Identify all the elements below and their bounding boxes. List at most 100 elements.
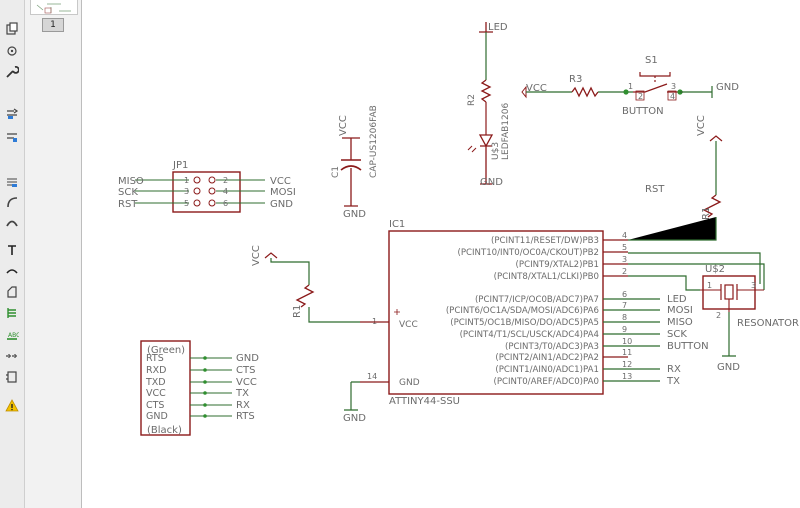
ic1-pin-num-6: 6 <box>622 290 627 299</box>
ic1-pin-label-5: (PCINT10/INT0/OC0A/CKOUT)PB2 <box>457 248 599 258</box>
ic1-pin-num-2: 2 <box>622 267 627 276</box>
jp1-pin-5: 5 <box>184 199 189 208</box>
junction-icon[interactable] <box>3 213 21 231</box>
ftdi-net-0: GND <box>236 353 259 364</box>
ic1-gnd-pin-num: 14 <box>367 372 377 381</box>
u3-label: U$3 <box>491 142 501 160</box>
ftdi-pin-vcc: VCC <box>146 388 166 399</box>
sheet-thumbnail[interactable] <box>30 0 78 15</box>
button-vcc-label: VCC <box>526 83 547 94</box>
ftdi-bottom-label: (Black) <box>147 425 182 436</box>
ftdi-junction-1 <box>203 368 207 372</box>
ic1-pin-num-3: 3 <box>622 255 627 264</box>
jp1-pin-3: 3 <box>184 187 189 196</box>
ic1-pin-label-4: (PCINT11/RESET/DW)PB3 <box>491 236 599 246</box>
group-icon[interactable] <box>3 128 21 146</box>
ftdi-junction-2 <box>203 380 207 384</box>
button-gnd-label: GND <box>716 82 739 93</box>
ic1-pin-list: (PCINT11/RESET/DW)PB34(PCINT10/INT0/OC0A… <box>446 231 709 387</box>
ic1-pin-label-9: (PCINT4/T1/SCL/USCK/ADC4)PA4 <box>460 330 599 340</box>
ic1-pin-label-2: (PCINT8/XTAL1/CLKI)PB0 <box>494 272 599 282</box>
copy-icon[interactable] <box>3 20 21 38</box>
ic1-pin-label-13: (PCINT0/AREF/ADC0)PA0 <box>493 377 599 387</box>
c1-value: CAP-US1206FAB <box>369 105 379 178</box>
u2-pin-3: 3 <box>751 281 756 290</box>
net-label-icon[interactable]: ABC <box>3 326 21 344</box>
s1-value: BUTTON <box>622 106 664 117</box>
ftdi-junction-0 <box>203 356 207 360</box>
ftdi-net-2: VCC <box>236 377 257 388</box>
ic1-pin-num-7: 7 <box>622 301 627 310</box>
ic1-pin-label-10: (PCINT3/T0/ADC3)PA3 <box>505 342 599 352</box>
arc-icon[interactable] <box>3 193 21 211</box>
r2-label: R2 <box>467 94 477 106</box>
schematic-canvas[interactable]: LED R2 U$3 LEDFAB1206 GND VCC C1 CAP-US1… <box>82 0 800 508</box>
wrench-icon[interactable] <box>3 63 21 81</box>
ftdi-pin-gnd: GND <box>146 411 168 422</box>
text-icon[interactable] <box>3 241 21 259</box>
r2-resistor[interactable] <box>480 79 492 103</box>
frame-icon[interactable] <box>3 347 21 365</box>
wire-icon[interactable] <box>3 262 21 280</box>
led-gnd-label: GND <box>480 177 503 188</box>
s1-pin-1: 1 <box>628 82 633 91</box>
svg-text:ABC: ABC <box>8 332 19 339</box>
reset-vcc-label: VCC <box>696 115 707 136</box>
led-diode[interactable] <box>478 134 494 148</box>
r3-resistor[interactable] <box>571 86 599 98</box>
jp1-header[interactable]: JP1 1 2 3 4 5 6 MISO SCK RST VCC MOSI GN… <box>118 160 296 213</box>
ic1-net-label-6: LED <box>667 294 687 305</box>
u2-label: U$2 <box>705 264 725 275</box>
ic1-pin-num-9: 9 <box>622 325 627 334</box>
reset-pullup[interactable]: VCC R1 RST <box>628 115 723 241</box>
group-select-icon[interactable] <box>3 368 21 386</box>
ic1-pin-num-10: 10 <box>622 337 632 346</box>
sheet-number[interactable]: 1 <box>42 18 64 32</box>
jp1-net-mosi: MOSI <box>270 187 296 198</box>
warning-icon[interactable] <box>3 397 21 415</box>
c1-vcc-label: VCC <box>338 115 349 136</box>
u2-pin-2: 2 <box>716 311 721 320</box>
ic1-net-label-10: BUTTON <box>667 341 709 352</box>
jp1-label: JP1 <box>172 160 188 171</box>
r1-top-resistor[interactable] <box>702 194 722 218</box>
move-icon[interactable] <box>3 105 21 123</box>
ic1-attiny44[interactable]: IC1 (PCINT11/RESET/DW)PB34(PCINT10/INT0/… <box>343 219 765 424</box>
ic1-pin-label-6: (PCINT7/ICP/OC0B/ADC7)PA7 <box>475 295 599 305</box>
ic1-name: IC1 <box>389 219 405 230</box>
polygon-icon[interactable] <box>3 283 21 301</box>
s1-pin-4: 4 <box>670 92 675 101</box>
jp1-pin-2: 2 <box>223 176 228 185</box>
ftdi-net-5: RTS <box>236 411 255 422</box>
mirror-icon[interactable] <box>3 42 21 60</box>
vcc-r1-left[interactable]: VCC R1 <box>251 245 360 323</box>
ic1-net-label-9: SCK <box>667 329 687 340</box>
ic1-pin-label-7: (PCINT6/OC1A/SDA/MOSI/ADC6)PA6 <box>446 306 599 316</box>
button-circuit[interactable]: VCC R3 S1 1 2 3 4 BUTTON GND <box>521 55 739 117</box>
paste-icon[interactable] <box>3 173 21 191</box>
ftdi-net-1: CTS <box>236 365 255 376</box>
u2-gnd-label: GND <box>717 362 740 373</box>
r1-left-resistor[interactable] <box>295 284 315 308</box>
ic1-net-label-7: MOSI <box>667 305 693 316</box>
ftdi-top-label: (Green) <box>147 345 185 356</box>
ic1-pin-num-8: 8 <box>622 313 627 322</box>
ic1-pin-num-13: 13 <box>622 372 632 381</box>
jp1-net-vcc: VCC <box>270 176 291 187</box>
s1-pin-3: 3 <box>671 82 676 91</box>
bus-icon[interactable] <box>3 304 21 322</box>
ic1-net-label-12: RX <box>667 364 681 375</box>
c1-capacitor[interactable]: VCC C1 CAP-US1206FAB GND <box>331 105 379 220</box>
r1-top-label: R1 <box>701 207 712 220</box>
ftdi-pin-cts: CTS <box>146 400 164 411</box>
c1-label: C1 <box>331 166 341 178</box>
ftdi-pin-rxd: RXD <box>146 365 166 376</box>
ic1-pin-label-3: (PCINT9/XTAL2)PB1 <box>516 260 599 270</box>
led-chain[interactable]: LED R2 U$3 LEDFAB1206 GND <box>467 22 511 188</box>
sheet-panel: 1 <box>25 0 82 508</box>
ftdi-net-4: RX <box>236 400 250 411</box>
jp1-net-rst: RST <box>118 199 138 210</box>
u2-resonator[interactable]: U$2 1 2 3 RESONATOR GND <box>700 264 799 373</box>
ftdi-pin-rts: RTS <box>146 353 164 364</box>
